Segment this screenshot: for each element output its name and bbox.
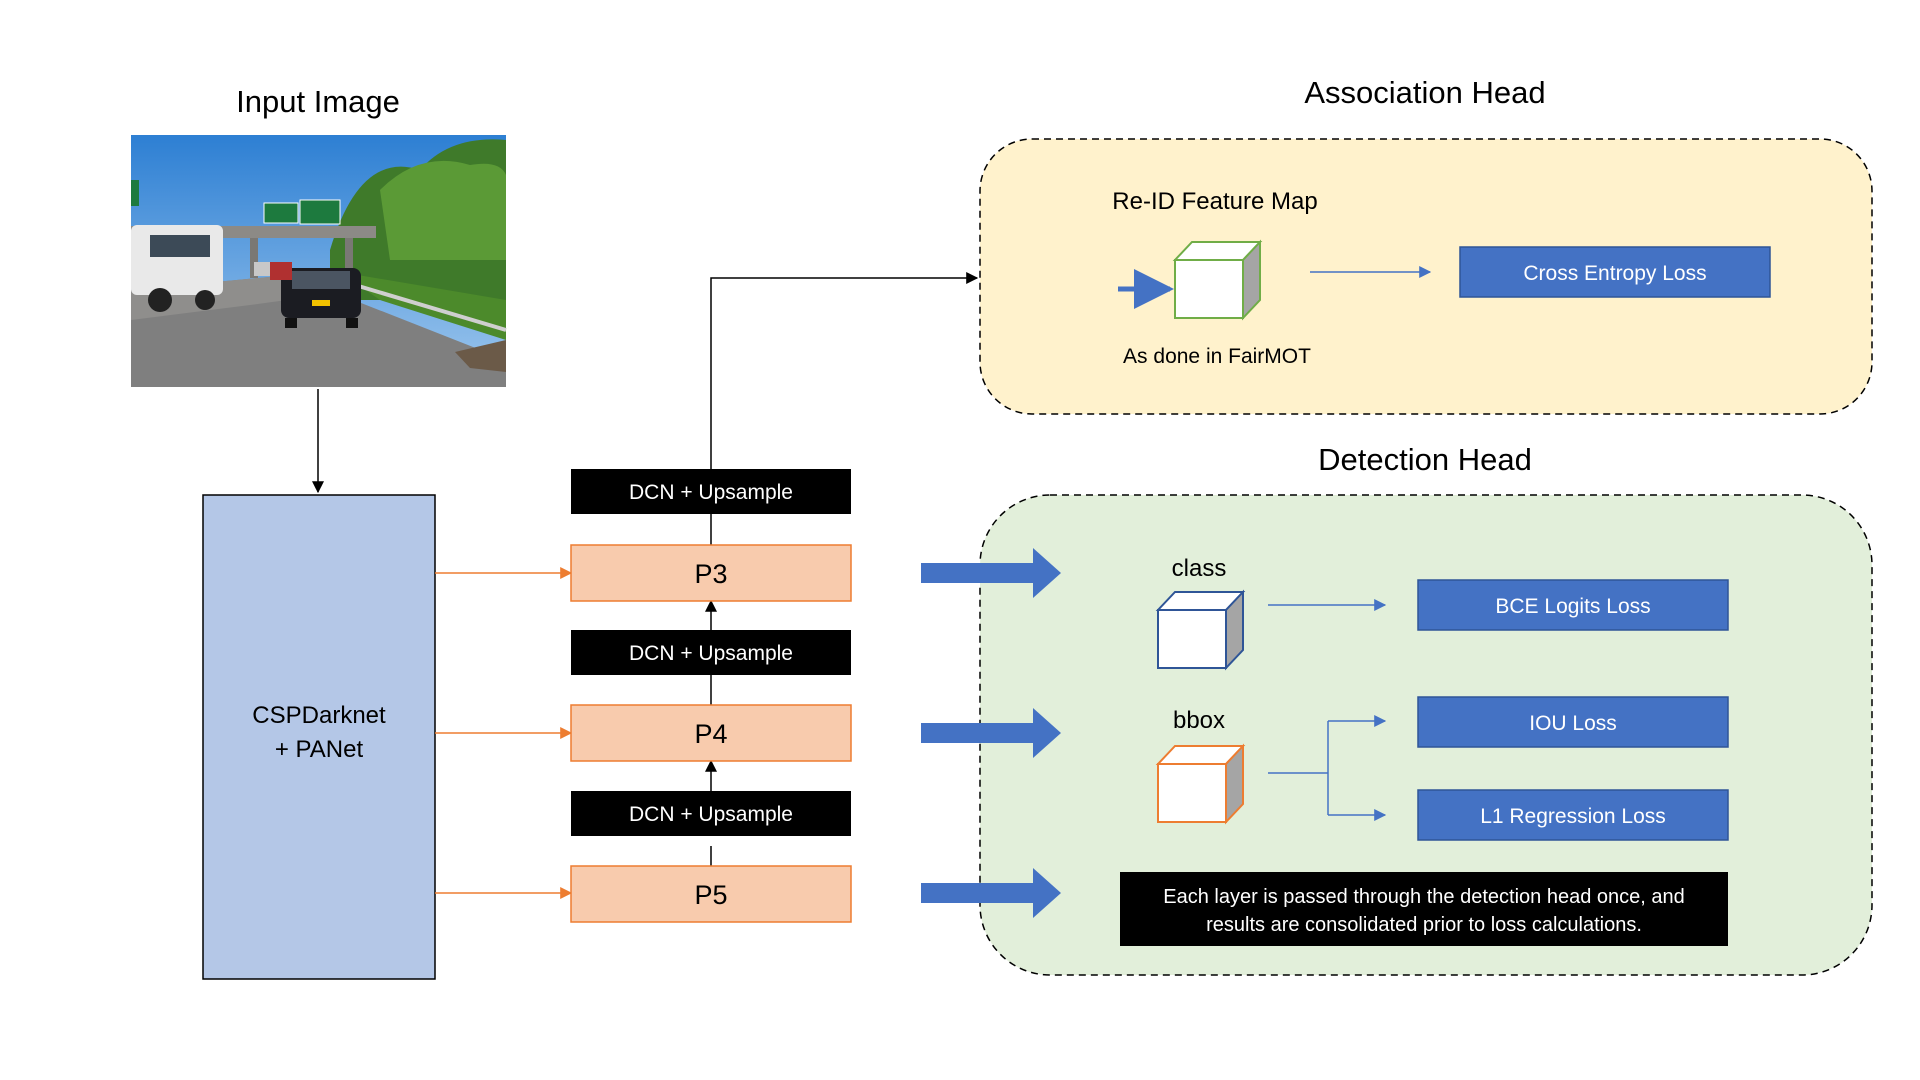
detection-note-box: Each layer is passed through the detecti…: [1120, 872, 1728, 946]
backbone-block: CSPDarknet + PANet: [202, 494, 436, 980]
detection-head-title: Detection Head: [1318, 442, 1532, 477]
detection-note-line1: Each layer is passed through the detecti…: [1163, 886, 1684, 908]
backbone-feeds: [435, 567, 573, 899]
association-head-title: Association Head: [1304, 75, 1545, 110]
level-p3: P3: [570, 544, 852, 602]
detection-head: Detection Head class BCE Logits Loss bbo…: [979, 442, 1873, 976]
class-cube-icon: [1155, 589, 1246, 671]
level-p5: P5: [570, 865, 852, 923]
p4-to-detection-block-arrow: [921, 708, 1061, 758]
reid-cube-icon: [1172, 239, 1263, 321]
l1-regression-loss-label: L1 Regression Loss: [1480, 805, 1666, 828]
reid-feature-map-label: Re-ID Feature Map: [1112, 188, 1317, 215]
input-image: [131, 135, 507, 387]
dcn-upsample-label-bottom: DCN + Upsample: [629, 803, 793, 826]
dcn-upsample-block-top: DCN + Upsample: [571, 469, 851, 514]
detection-note-line2: results are consolidated prior to loss c…: [1206, 914, 1642, 936]
iou-loss-box: IOU Loss: [1417, 696, 1729, 748]
bce-logits-loss-label: BCE Logits Loss: [1495, 595, 1650, 618]
level-p4-label: P4: [694, 719, 727, 749]
bbox-label: bbox: [1173, 707, 1225, 734]
class-label: class: [1172, 555, 1227, 582]
cross-entropy-loss-box: Cross Entropy Loss: [1459, 246, 1771, 298]
l1-regression-loss-box: L1 Regression Loss: [1417, 789, 1729, 841]
dcn-upsample-label-top: DCN + Upsample: [629, 481, 793, 504]
feature-pyramid: DCN + Upsample DCN + Upsample DCN + Upsa…: [570, 272, 979, 923]
backbone-label-line2: + PANet: [275, 736, 364, 763]
input-section: Input Image: [131, 84, 507, 387]
association-head: Association Head Re-ID Feature Map As do…: [979, 75, 1873, 415]
bbox-cube-icon: [1155, 743, 1246, 825]
dcn-upsample-block-mid: DCN + Upsample: [571, 630, 851, 675]
level-p5-label: P5: [694, 880, 727, 910]
backbone-label-line1: CSPDarknet: [252, 702, 386, 729]
iou-loss-label: IOU Loss: [1529, 712, 1617, 735]
fairmot-note: As done in FairMOT: [1123, 345, 1311, 368]
bce-logits-loss-box: BCE Logits Loss: [1417, 579, 1729, 631]
cross-entropy-loss-label: Cross Entropy Loss: [1523, 262, 1706, 285]
input-image-title: Input Image: [236, 84, 400, 119]
dcn-to-association-arrow: [710, 272, 979, 469]
level-to-detection-arrows: [921, 548, 1061, 918]
dcn-upsample-label-mid: DCN + Upsample: [629, 642, 793, 665]
level-p3-label: P3: [694, 559, 727, 589]
dcn-upsample-block-bottom: DCN + Upsample: [571, 791, 851, 836]
p5-to-detection-block-arrow: [921, 868, 1061, 918]
level-p4: P4: [570, 704, 852, 762]
p3-to-detection-block-arrow: [921, 548, 1061, 598]
